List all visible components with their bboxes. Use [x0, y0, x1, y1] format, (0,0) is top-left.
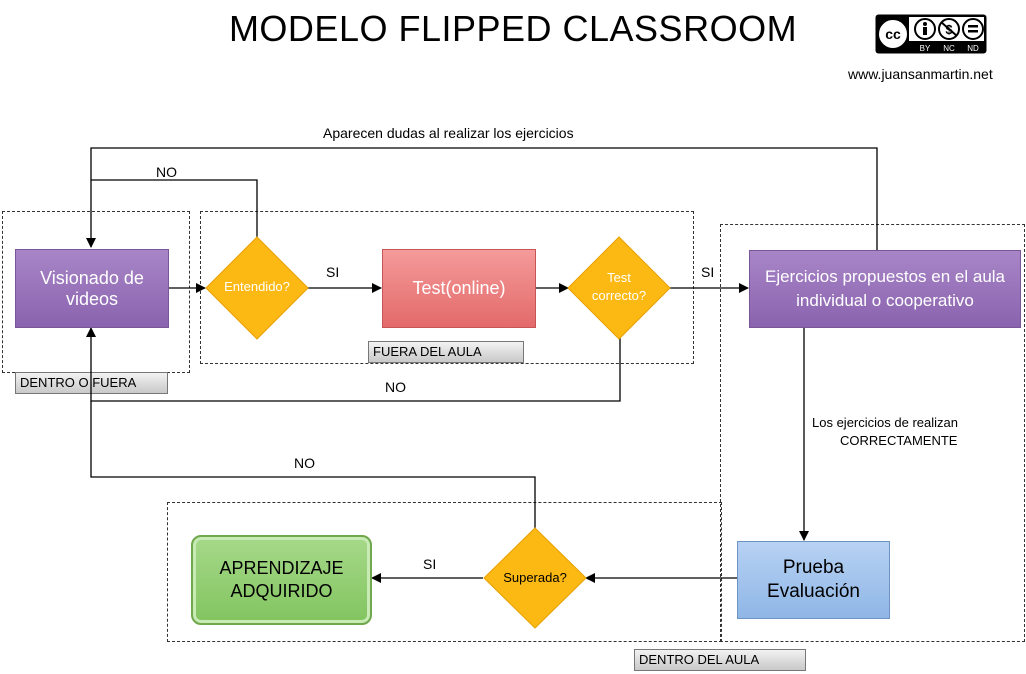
- decision-test-correcto: [567, 236, 671, 340]
- edge-label-si-entendido: SI: [326, 264, 340, 280]
- decision-superada-label: Superada?: [503, 570, 567, 585]
- by-label: BY: [920, 44, 931, 53]
- node-aprendizaje-adquirido: APRENDIZAJE ADQUIRIDO: [191, 535, 372, 625]
- edge-label-no-entendido: NO: [156, 164, 177, 180]
- page-title: MODELO FLIPPED CLASSROOM: [228, 8, 798, 49]
- node-prueba-evaluacion: Prueba Evaluación: [737, 541, 890, 619]
- creative-commons-badge-icon: cc $ BY NC ND: [875, 14, 987, 54]
- decision-test-correcto-label-2: correcto?: [591, 288, 647, 303]
- node-visionado-videos: Visionado de videos: [15, 249, 169, 328]
- zone-label-fuera-del-aula: FUERA DEL AULA: [368, 341, 524, 363]
- edge-label-correctamente-2: CORRECTAMENTE: [840, 433, 958, 448]
- edge-dudas: [90, 147, 878, 250]
- edge-label-si-test: SI: [701, 264, 715, 280]
- edge-label-no-superada: NO: [294, 455, 315, 471]
- edge-label-dudas: Aparecen dudas al realizar los ejercicio…: [323, 125, 574, 141]
- edge-label-no-test: NO: [385, 379, 406, 395]
- zone-dentro-del-aula-right: [720, 224, 1025, 642]
- nc-label: NC: [943, 44, 955, 53]
- decision-entendido-label: Entendido?: [224, 279, 290, 294]
- zone-dentro-del-aula-bottom: [167, 502, 722, 642]
- edge-entendido-no: [86, 179, 258, 248]
- website-url: www.juansanmartin.net: [848, 66, 993, 82]
- edge-correcto-no: [86, 327, 621, 402]
- nd-label: ND: [967, 44, 979, 53]
- node-test-online: Test(online): [382, 249, 536, 328]
- node-ejercicios: Ejercicios propuestos en el aula individ…: [749, 250, 1021, 328]
- decision-entendido: [205, 236, 309, 340]
- zone-label-dentro-del-aula: DENTRO DEL AULA: [634, 649, 806, 671]
- edge-superada-no: [90, 401, 536, 528]
- decision-test-correcto-label-1: Test: [607, 270, 631, 285]
- edge-label-si-superada: SI: [423, 556, 437, 572]
- edge-label-correctamente-1: Los ejercicios de realizan: [812, 415, 958, 430]
- cc-label: cc: [885, 26, 901, 42]
- decision-superada: [483, 527, 587, 629]
